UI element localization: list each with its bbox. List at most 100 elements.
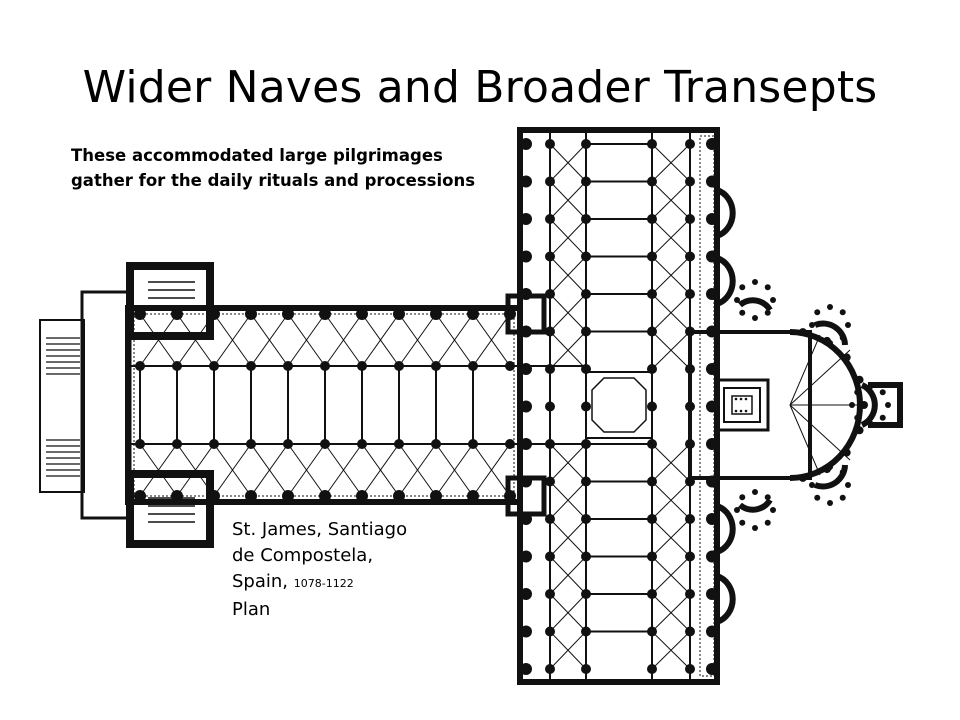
pier	[545, 514, 555, 524]
pier	[764, 494, 771, 501]
vault-rib	[549, 518, 587, 557]
plan-piers-and-vaults	[128, 138, 891, 675]
vault-rib	[651, 556, 691, 595]
pier	[581, 176, 591, 187]
pier	[685, 664, 695, 674]
pier	[520, 663, 532, 675]
vault-rib	[651, 593, 691, 632]
altar-dot	[739, 397, 743, 401]
pier	[647, 439, 657, 449]
pier	[685, 214, 695, 224]
pier	[647, 476, 657, 487]
pier	[581, 551, 591, 562]
pier	[581, 251, 591, 262]
pier	[706, 288, 718, 300]
pier	[706, 588, 718, 600]
pier	[685, 139, 695, 149]
pier	[839, 334, 846, 341]
pier	[431, 439, 441, 449]
pier	[770, 507, 776, 513]
pier	[520, 325, 532, 338]
vault-rib	[213, 313, 252, 367]
pier	[798, 328, 807, 337]
pier	[545, 551, 555, 562]
pier	[827, 340, 833, 346]
pier	[685, 439, 695, 449]
caption-location: Spain,	[232, 571, 289, 592]
vault-rib	[549, 443, 587, 482]
vault-rib	[139, 443, 178, 497]
vault-rib	[287, 313, 326, 367]
pier	[520, 513, 532, 525]
pier	[764, 309, 771, 316]
pier	[172, 439, 182, 449]
vault-rib	[549, 593, 587, 632]
pier	[504, 308, 516, 320]
pier	[739, 519, 746, 526]
vault-rib	[651, 481, 691, 520]
pier	[849, 402, 855, 408]
pier	[770, 297, 776, 303]
vault-rib	[472, 313, 511, 367]
pier	[855, 426, 864, 435]
pier	[855, 375, 864, 384]
pier	[647, 364, 657, 374]
vault-rib	[549, 218, 587, 257]
pier	[581, 514, 591, 524]
altar-dot	[744, 409, 748, 413]
pier	[752, 315, 758, 321]
pier	[581, 439, 591, 449]
vault-rib	[549, 556, 587, 595]
pier	[545, 214, 555, 224]
vault-rib	[651, 293, 691, 332]
caption-dates: 1078-1122	[293, 577, 354, 590]
pier	[172, 361, 182, 371]
pier	[545, 476, 555, 487]
vault-rib	[651, 443, 691, 482]
pier	[885, 402, 891, 408]
pier	[320, 361, 330, 371]
pier	[246, 439, 256, 449]
pier	[839, 309, 846, 316]
pier	[319, 308, 331, 320]
pier	[171, 308, 183, 320]
pier	[867, 384, 873, 390]
pier	[706, 663, 718, 675]
vault-rib	[435, 443, 474, 497]
vault-rib	[361, 443, 400, 497]
vault-rib	[139, 313, 178, 367]
pier	[706, 438, 718, 450]
pier	[839, 494, 846, 501]
pier	[647, 214, 657, 224]
pier	[581, 214, 591, 224]
vault-rib	[651, 518, 691, 557]
pier	[393, 308, 405, 320]
pier	[827, 304, 833, 310]
pier	[685, 514, 695, 524]
pier	[867, 420, 873, 426]
pier	[520, 288, 532, 300]
pier	[545, 139, 555, 149]
pier	[706, 213, 718, 225]
pier	[752, 279, 758, 285]
vault-rib	[651, 218, 691, 257]
pier	[581, 326, 591, 337]
pier	[545, 326, 555, 337]
pier	[839, 469, 846, 476]
pier	[647, 401, 657, 412]
pier	[430, 308, 442, 320]
pier	[860, 401, 868, 409]
pier	[134, 308, 146, 320]
pier	[431, 361, 441, 371]
pier	[827, 500, 833, 506]
pier	[545, 401, 555, 412]
vault-rib	[324, 443, 363, 497]
pier	[739, 309, 746, 316]
vault-rib	[549, 143, 587, 182]
vault-rib	[361, 313, 400, 367]
pier	[739, 284, 746, 291]
pier	[647, 589, 657, 599]
pier	[545, 251, 555, 262]
pier	[282, 308, 294, 320]
pier	[706, 400, 718, 413]
